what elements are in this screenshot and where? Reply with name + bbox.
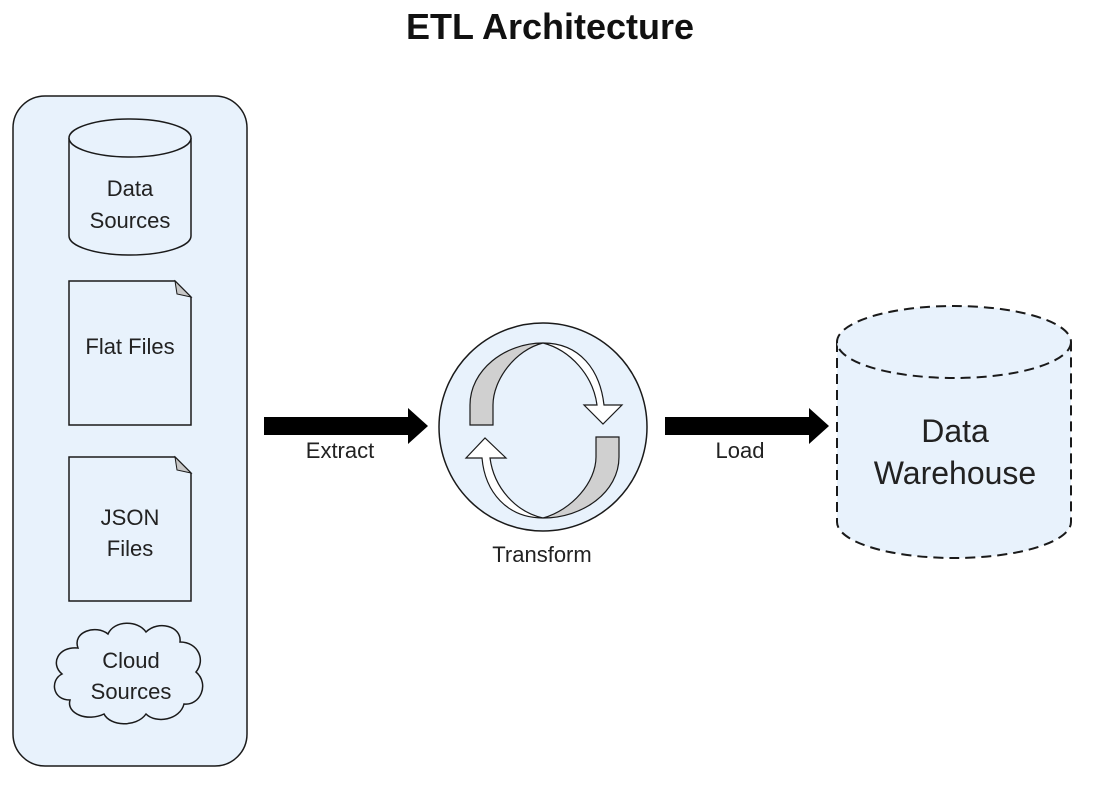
cycle-arrow-up-icon — [464, 437, 544, 519]
cylinder-top — [68, 118, 192, 158]
transform-node: Transform — [438, 322, 648, 567]
dashed-cylinder-top — [836, 305, 1072, 379]
json-files-label-2: Files — [107, 536, 153, 561]
cloud-sources-node: Cloud Sources — [53, 622, 204, 725]
page-fold — [174, 455, 193, 474]
extract-label: Extract — [306, 438, 374, 463]
page-fold — [174, 279, 193, 298]
dashed-cylinder-icon — [836, 342, 1072, 559]
json-files-label-1: JSON — [101, 505, 160, 530]
cloud-icon — [53, 622, 204, 725]
document-icon — [68, 456, 192, 602]
data-warehouse-node: Data Warehouse — [836, 305, 1072, 559]
load-label: Load — [716, 438, 765, 463]
document-icon — [68, 280, 192, 426]
cloud-sources-label-1: Cloud — [102, 648, 159, 673]
flat-files-label: Flat Files — [85, 334, 174, 359]
transform-circle — [438, 322, 648, 532]
data-sources-label-2: Sources — [90, 208, 171, 233]
arrow-head-icon — [408, 408, 428, 444]
data-sources-label-1: Data — [107, 176, 154, 201]
cylinder-icon — [68, 138, 192, 256]
data-warehouse-label-2: Warehouse — [874, 455, 1036, 491]
load-arrow: Load — [665, 408, 829, 463]
extract-arrow: Extract — [264, 408, 428, 463]
data-sources-node: Data Sources — [68, 118, 192, 256]
json-files-node: JSON Files — [68, 455, 193, 602]
diagram-title: ETL Architecture — [405, 6, 695, 47]
cloud-sources-label-2: Sources — [91, 679, 172, 704]
cycle-arrow-down-icon — [542, 342, 624, 425]
flat-files-node: Flat Files — [68, 279, 193, 426]
arrow-head-icon — [809, 408, 829, 444]
data-warehouse-label-1: Data — [921, 413, 989, 449]
transform-label: Transform — [492, 542, 591, 567]
